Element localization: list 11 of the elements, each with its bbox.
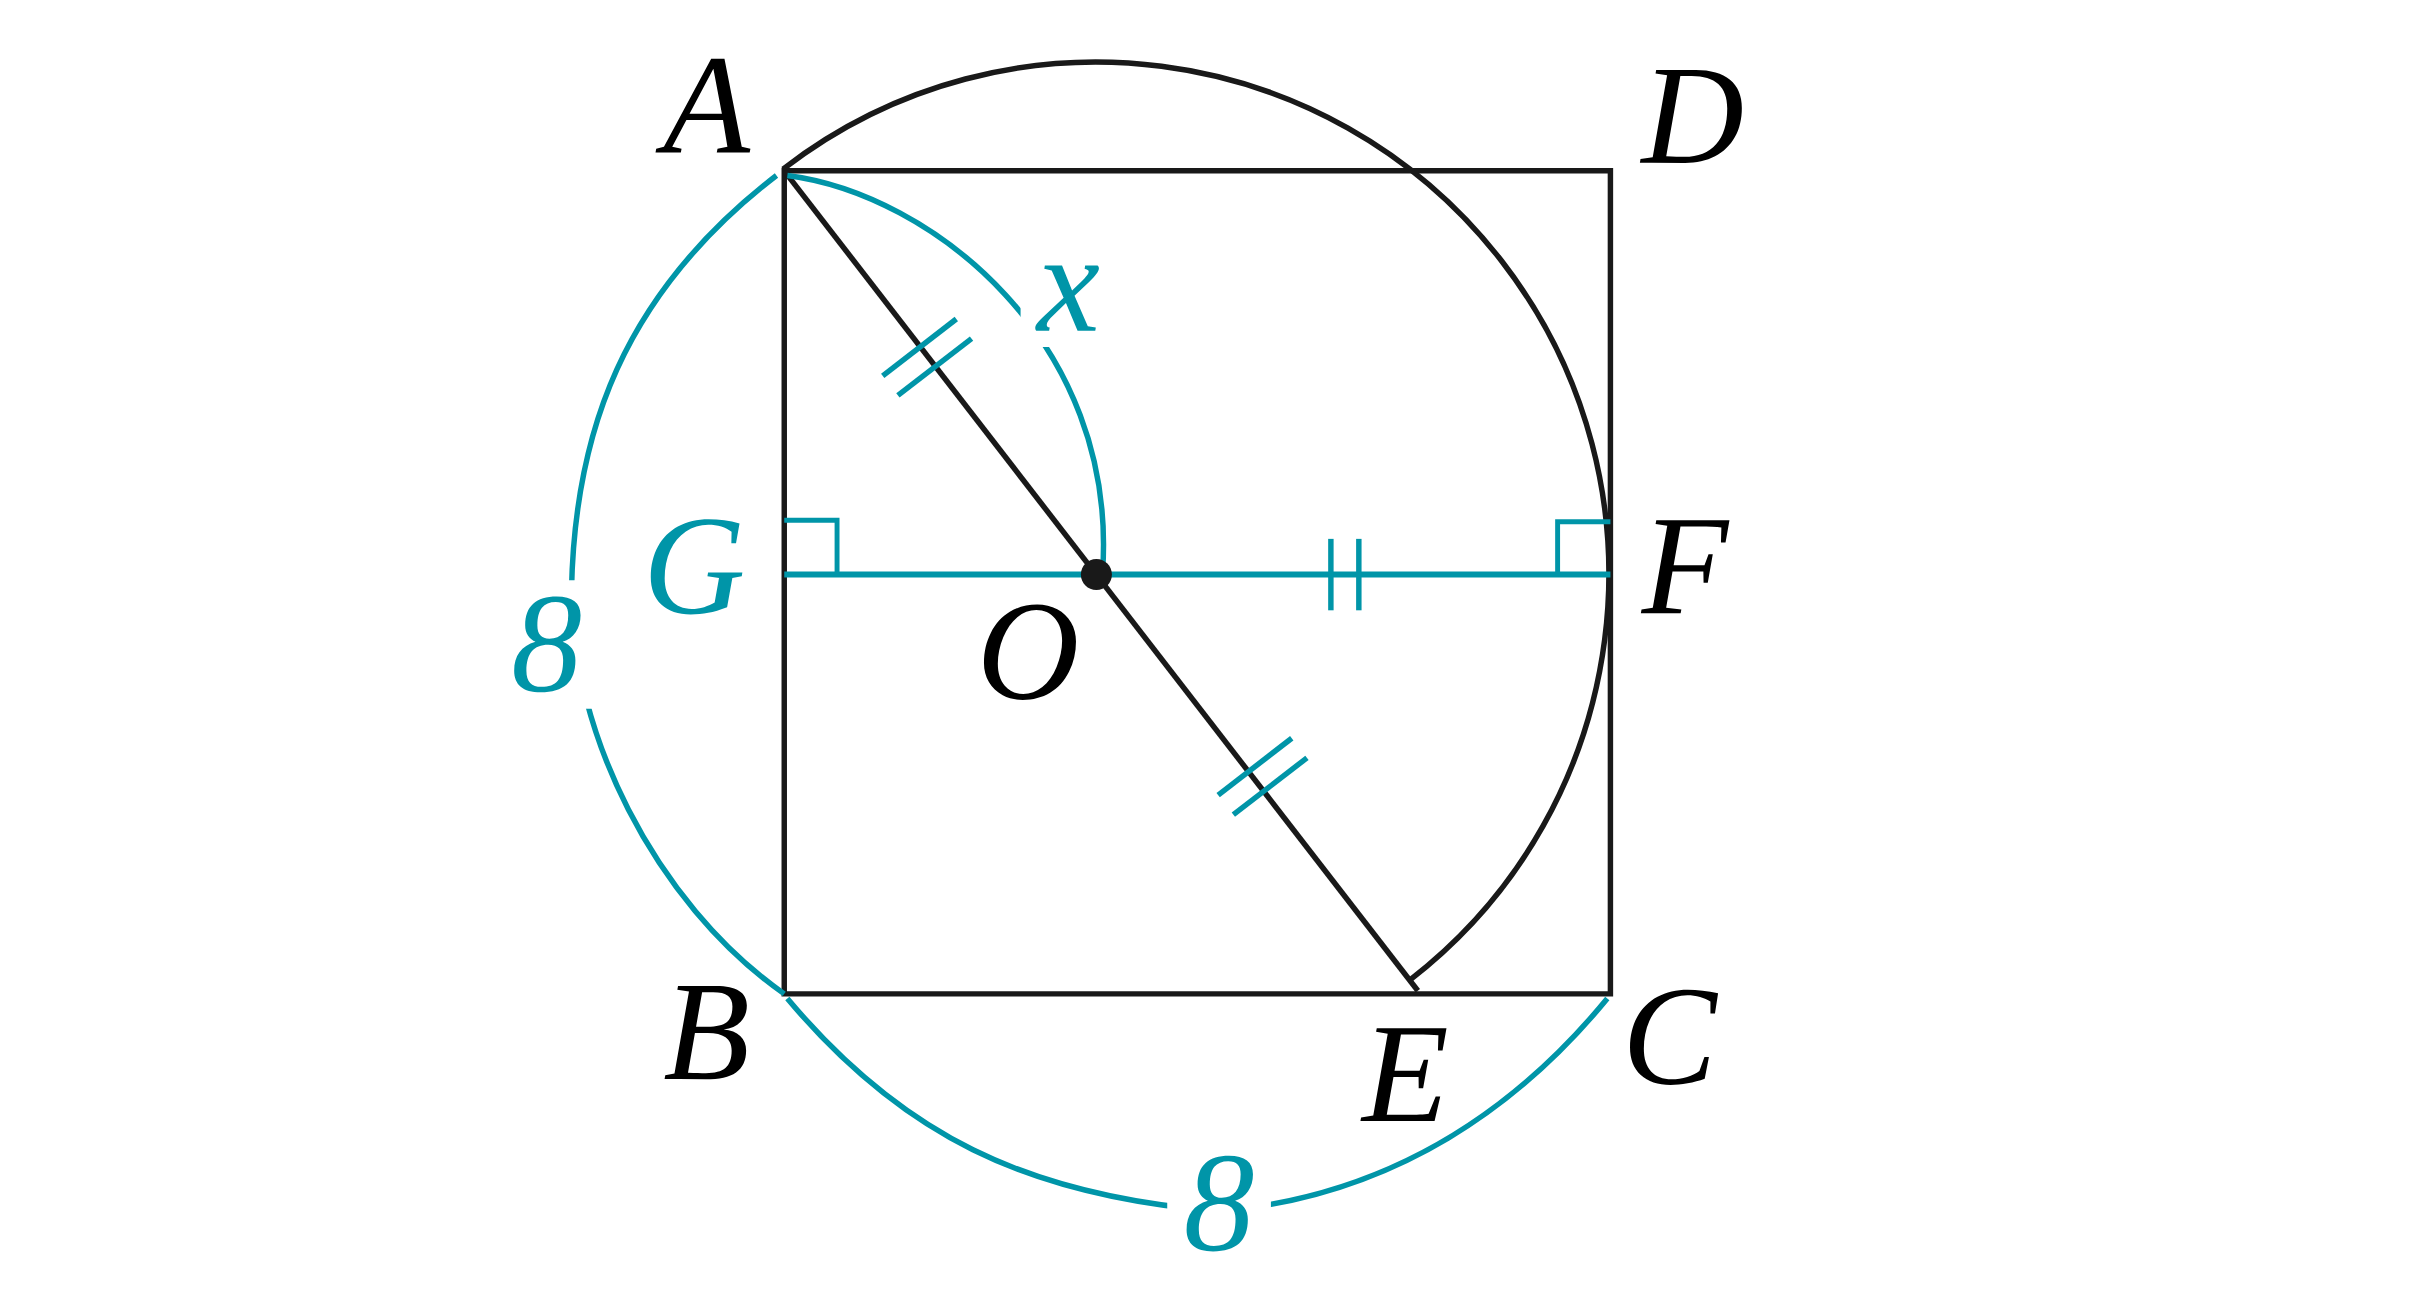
point-label: C (1630, 989, 1719, 1086)
point-label: G (626, 503, 762, 631)
point-label: O (984, 604, 1076, 701)
point-label: E (1360, 1028, 1447, 1122)
point-label: F (1640, 520, 1730, 614)
point-label: D (1639, 70, 1742, 164)
point-label: x (1020, 249, 1117, 348)
point-label: A (655, 58, 751, 153)
point-label: B (664, 986, 747, 1080)
point-label: 8 (1167, 1139, 1271, 1268)
point-label: 8 (494, 580, 599, 709)
